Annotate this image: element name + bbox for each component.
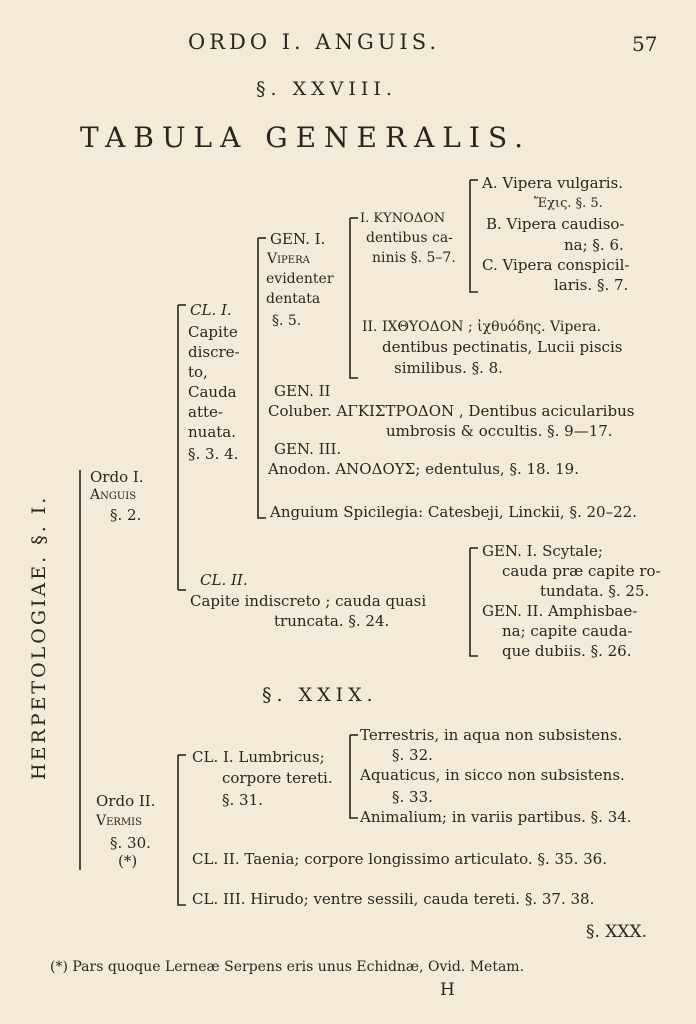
gen1-line3: dentata xyxy=(266,291,321,307)
spicilegia-line: Anguium Spicilegia: Catesbeji, Linckii, … xyxy=(270,503,637,521)
page-number: 57 xyxy=(632,32,658,56)
cl1-line5: atte- xyxy=(188,403,223,421)
kynodon-label: I. ΚΥΝΟΔΟΝ xyxy=(360,211,446,226)
ordo-1-label: Ordo I. xyxy=(90,468,144,486)
gen3-line1: Anodon. ΑΝΟΔΟΥΣ; edentulus, §. 18. 19. xyxy=(268,460,579,478)
gen2-label: GEN. II xyxy=(274,382,331,400)
vipera-b-ref: na; §. 6. xyxy=(564,236,624,254)
running-title: ORDO I. ANGUIS. xyxy=(188,30,441,54)
footnote: (*) Pars quoque Lerneæ Serpens eris unus… xyxy=(50,959,525,975)
ichthyodon-label: II. ΙΧΘΥΟΔΟΝ ; ἰχθυόδης. Vipera. xyxy=(362,319,602,335)
animalium-line: Animalium; in variis partibus. §. 34. xyxy=(360,808,632,826)
terrestris-line: Terrestris, in aqua non subsistens. xyxy=(360,726,623,744)
ordo-2-name: Vermis xyxy=(96,813,142,829)
amphisbaena-line2: na; capite cauda- xyxy=(502,622,633,640)
cl1-line6: nuata. xyxy=(188,423,237,441)
vipera-b: B. Vipera caudiso- xyxy=(486,215,625,233)
lumbricus-ref: §. 31. xyxy=(222,791,263,809)
gen2-line1: Coluber. ΑΓΚΙΣΤΡΟΔΟΝ , Dentibus acicular… xyxy=(268,402,635,420)
gen1-ref: §. 5. xyxy=(272,313,302,329)
amphisbaena-label: GEN. II. Amphisbae- xyxy=(482,602,638,620)
page-title: TABULA GENERALIS. xyxy=(80,121,532,154)
ichthyodon-line2: dentibus pectinatis, Lucii piscis xyxy=(382,338,623,356)
scytale-label: GEN. I. Scytale; xyxy=(482,542,603,560)
gen2-ref: umbrosis & occultis. §. 9—17. xyxy=(386,422,613,440)
aquaticus-line: Aquaticus, in sicco non subsistens. xyxy=(360,766,625,784)
gen1-name: Vipera xyxy=(267,251,310,267)
scytale-line2: cauda præ capite ro- xyxy=(502,562,661,580)
cl1-line4: Cauda xyxy=(188,383,237,401)
cl2-line1: Capite indiscreto ; cauda quasi xyxy=(190,592,427,610)
section-heading-28: §. XXVIII. xyxy=(256,78,397,100)
ichthyodon-ref: similibus. §. 8. xyxy=(394,359,503,377)
cl1-line3: to, xyxy=(188,363,208,381)
section-heading-29: §. XXIX. xyxy=(262,684,378,706)
cl2-ref: truncata. §. 24. xyxy=(274,612,390,630)
kynodon-ref: ninis §. 5–7. xyxy=(372,250,456,266)
terrestris-ref: §. 32. xyxy=(392,746,433,764)
lumbricus-label: CL. I. Lumbricus; xyxy=(192,748,325,766)
ordo-2-footnote-mark: (*) xyxy=(118,852,138,870)
scytale-ref: tundata. §. 25. xyxy=(540,582,650,600)
cl1-line2: discre- xyxy=(188,343,240,361)
lumbricus-line2: corpore tereti. xyxy=(222,769,333,787)
section-heading-30: §. XXX. xyxy=(586,922,648,942)
gen3-label: GEN. III. xyxy=(274,440,342,458)
ordo-2-label: Ordo II. xyxy=(96,792,156,810)
gen1-line2: evidenter xyxy=(266,271,334,287)
cl2-label: CL. II. xyxy=(200,571,248,589)
ordo-1-ref: §. 2. xyxy=(110,506,142,524)
ordo-2-ref: §. 30. xyxy=(110,834,151,852)
side-label: HERPETOLOGIAE. §. I. xyxy=(28,494,50,780)
amphisbaena-ref: que dubiis. §. 26. xyxy=(502,642,632,660)
vipera-a: A. Vipera vulgaris. xyxy=(482,174,624,192)
cl1-ref: §. 3. 4. xyxy=(188,445,239,463)
vipera-a-ref: Ἔχις. §. 5. xyxy=(534,196,603,211)
vipera-c: C. Vipera conspicil- xyxy=(482,256,630,274)
aquaticus-ref: §. 33. xyxy=(392,788,433,806)
taenia-line: CL. II. Taenia; corpore longissimo artic… xyxy=(192,850,607,868)
hirudo-line: CL. III. Hirudo; ventre sessili, cauda t… xyxy=(192,890,595,908)
vipera-c-ref: laris. §. 7. xyxy=(554,276,629,294)
kynodon-line2: dentibus ca- xyxy=(366,230,453,246)
gen1-label: GEN. I. xyxy=(270,230,326,248)
signature-mark: H xyxy=(440,980,455,1000)
cl1-line1: Capite xyxy=(188,323,238,341)
ordo-1-name: Anguis xyxy=(90,487,137,503)
cl1-label: CL. I. xyxy=(190,301,232,319)
